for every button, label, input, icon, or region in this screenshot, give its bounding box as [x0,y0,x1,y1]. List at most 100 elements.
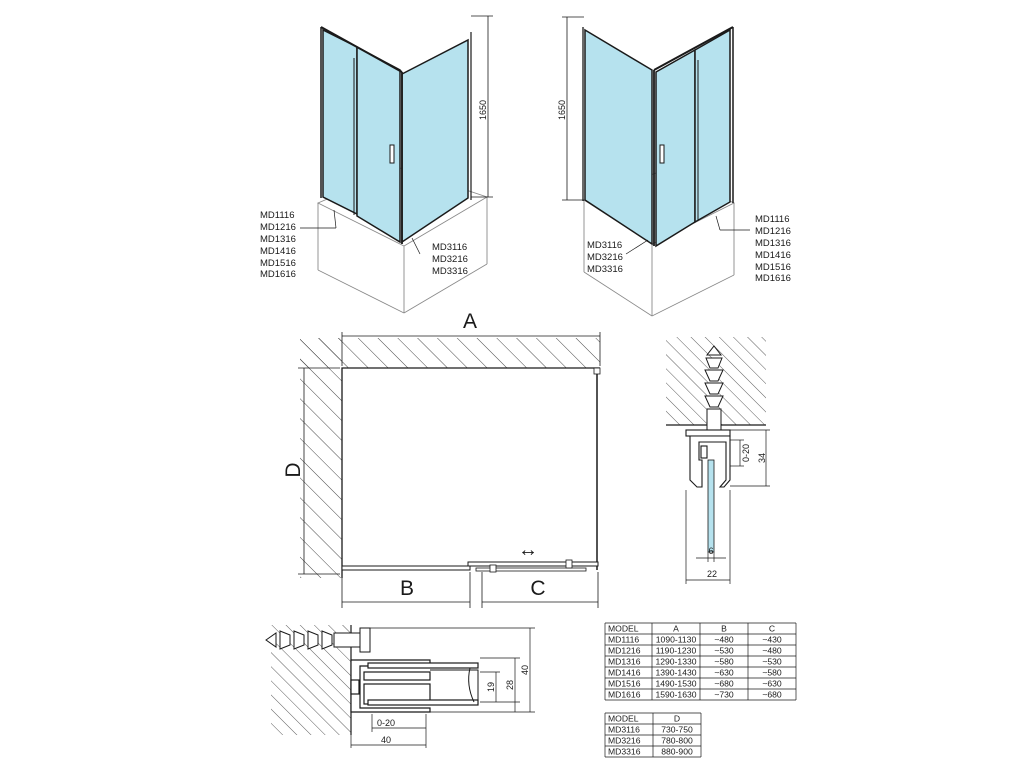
left-perspective-view: 1650 MD1116 MD1216 MD1316 MD1416 MD1516 … [260,15,493,314]
plan-label-b: B [400,577,414,600]
table-cell: MD1216 [608,646,641,656]
plan-dimension-a [341,332,601,366]
plan-label-a: A [463,310,477,333]
right-side-glass-panel [584,28,653,246]
table-cell: ~580 [762,668,782,678]
table-cell: ~580 [714,657,734,667]
model-label: MD3316 [587,264,623,275]
side-dim-40-horizontal: 40 [381,735,391,745]
plan-top-wall [300,338,600,368]
left-front-fixed-glass [322,28,358,216]
side-profile-detail: 19 28 40 0-20 40 [265,625,535,748]
table-cell: ~530 [762,657,782,667]
model-label: MD1316 [755,238,791,249]
section-profile-channel [685,429,731,488]
side-dim-0-20: 0-20 [377,718,395,728]
model-label: MD1116 [260,210,295,221]
section-profile-detail: 0-20 34 6 22 [666,337,770,584]
left-side-glass-panel [401,38,469,244]
table-cell: ~630 [714,668,734,678]
table-cell: MD1116 [608,635,639,645]
table-header-cell: A [673,624,679,634]
table-header-cell: C [769,624,775,634]
model-label: MD1316 [260,234,296,245]
section-dim-34: 34 [757,453,767,463]
table-cell: ~480 [714,635,734,645]
model-label: MD1216 [755,226,791,237]
right-models-list-a: MD1116 MD1216 MD1316 MD1416 MD1516 MD161… [755,214,791,284]
model-label: MD1516 [755,262,791,273]
table-cell: ~680 [714,679,734,689]
right-height-label: 1650 [557,100,567,120]
model-label: MD1516 [260,258,296,269]
table-cell: MD3116 [608,725,640,735]
model-label: MD3216 [432,254,468,265]
left-door-handle [389,144,395,164]
table-cell: 1490-1530 [655,679,696,689]
section-dim-0-20: 0-20 [741,444,751,462]
left-models-list-b: MD3116 MD3216 MD3316 [432,242,468,277]
side-dim-28: 28 [505,680,515,690]
table-cell: 1090-1130 [656,635,697,645]
table-cell: ~480 [762,646,782,656]
right-height-dimension [562,16,584,201]
side-profile-channel [350,659,479,713]
model-label: MD1216 [260,222,296,233]
model-label: MD3116 [587,240,622,251]
model-label: MD1416 [260,246,296,257]
model-label: MD3116 [432,242,467,253]
plan-slide-arrow: ↔ [518,539,538,561]
model-label: MD1116 [755,214,790,225]
table-cell: ~530 [714,646,734,656]
table-cell: 1390-1430 [655,668,696,678]
table-cell: 1190-1230 [656,646,697,656]
table-cell: 1590-1630 [655,690,696,700]
table-header-cell: MODEL [608,624,639,634]
left-height-label: 1650 [478,100,488,120]
plan-view: ↔ A D B C [282,310,601,608]
side-dim-19: 19 [486,682,496,692]
section-dim-6: 6 [708,546,713,556]
model-label: MD1616 [755,273,791,284]
table-cell: MD3216 [608,736,641,746]
table-cell: MD1616 [608,690,641,700]
model-label: MD3316 [432,266,468,277]
model-label: MD1616 [260,269,296,280]
left-height-dimension [471,15,493,198]
table-cell: ~430 [762,635,782,645]
table-cell: MD3316 [608,747,641,757]
plan-label-d: D [282,462,305,477]
right-perspective-view: 1650 MD3116 MD3216 MD3316 MD1116 MD1216 … [557,16,791,317]
plan-dimension-d [298,367,340,575]
right-models-list-b: MD3116 MD3216 MD3316 [587,240,623,275]
plan-dimension-bc [341,572,599,608]
table-header-cell: MODEL [608,714,639,724]
table-cell: ~630 [762,679,782,689]
side-dim-40-vertical: 40 [520,665,530,675]
table-header-cell: D [674,714,680,724]
left-models-list-a: MD1116 MD1216 MD1316 MD1416 MD1516 MD161… [260,210,296,280]
table-cell: ~730 [714,690,734,700]
table-cell: MD1416 [608,668,641,678]
right-door-handle [659,144,665,164]
table-cell: MD1516 [608,679,641,689]
table-cell: 780-800 [661,736,693,746]
wall-anchor-vertical [704,345,724,432]
table-header-cell: B [721,624,727,634]
model-label: MD1416 [755,250,791,261]
table-cell: MD1316 [608,657,641,667]
section-glass [707,459,715,553]
section-dim-22: 22 [707,569,717,579]
plan-front-panels [341,559,599,573]
table-cell: 1290-1330 [655,657,696,667]
table-cell: 880-900 [661,747,693,757]
plan-left-wall [300,338,342,578]
plan-label-c: C [530,577,545,600]
right-front-fixed-glass [694,28,731,224]
table-cell: 730-750 [661,725,693,735]
table-cell: ~680 [762,690,782,700]
model-label: MD3216 [587,252,623,263]
